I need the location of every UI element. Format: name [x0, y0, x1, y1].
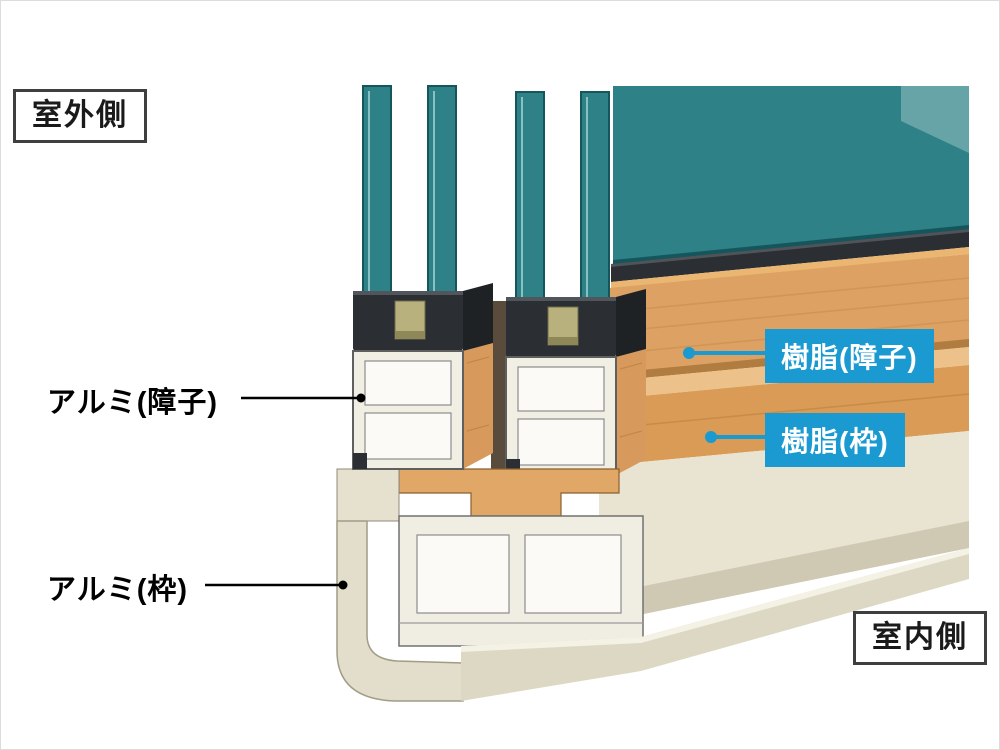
- aluminum-frame-cutaway: [336, 468, 644, 702]
- aluminum-frame-leader-dot: [338, 580, 348, 590]
- inter-sash-shadow: [491, 301, 509, 471]
- glass-reflection: [901, 86, 969, 153]
- resin-sash-leader-dot: [683, 347, 695, 359]
- large-glass-pane: [613, 86, 969, 264]
- bead-highlight: [611, 229, 969, 267]
- frame-front-face: [336, 468, 400, 522]
- frame-outdoor-hook: [336, 520, 464, 702]
- aluminum-frame-right-face: [599, 431, 969, 623]
- indoor-side-label: 室内側: [853, 611, 987, 665]
- aluminum-frame-face: [599, 431, 969, 623]
- aluminum-sash-leader-dot: [356, 393, 366, 403]
- resin-frame-label: 樹脂(枠): [765, 413, 905, 467]
- wood-grain-line: [598, 277, 970, 314]
- wood-grain-line: [598, 297, 970, 334]
- resin-frame-cut-face: [398, 468, 620, 517]
- glazing-bead-group: [611, 229, 969, 282]
- frame-hollow-chamber: [416, 534, 510, 614]
- outdoor-side-label: 室外側: [13, 89, 147, 143]
- frame-hollow-chamber: [524, 534, 622, 614]
- frame-bottom-lip: [461, 548, 969, 701]
- resin-frame-leader-dot: [705, 431, 717, 443]
- aluminum-frame-label: アルミ(枠): [47, 574, 189, 606]
- glazing-bead: [611, 229, 969, 282]
- leader-lines: [205, 347, 765, 590]
- wood-grain-line: [598, 393, 970, 430]
- resin-sash-label: 樹脂(障子): [765, 329, 934, 383]
- aluminum-sash-label: アルミ(障子): [47, 387, 219, 419]
- front-sash: [352, 85, 494, 470]
- aluminum-frame-shading: [599, 521, 969, 623]
- resin-top-edge: [611, 247, 969, 289]
